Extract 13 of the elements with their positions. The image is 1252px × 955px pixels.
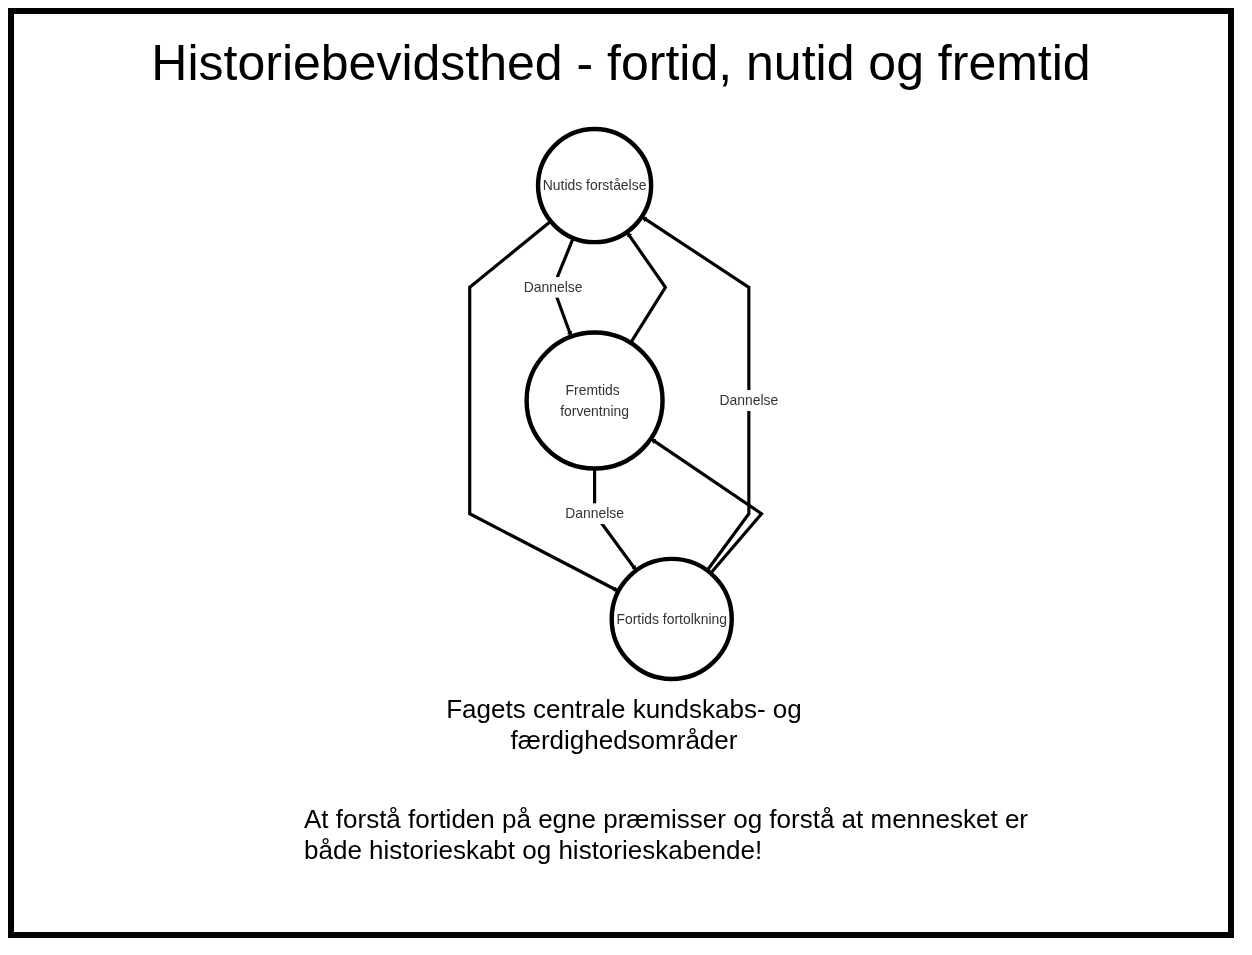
- arrow: [650, 438, 764, 575]
- arrow: [626, 231, 668, 344]
- edge-label: Dannelse: [523, 279, 583, 296]
- node-circle: Nutids forståelse: [535, 126, 654, 245]
- arrow: [641, 216, 751, 572]
- edge-label: Dannelse: [719, 392, 779, 409]
- diagram-title: Historiebevidsthed - fortid, nutid og fremtid: [150, 34, 1092, 92]
- node-circle: Fortids fortolkning: [609, 556, 734, 682]
- node-circle: Fremtids forventning: [524, 330, 665, 471]
- arrow: [468, 220, 619, 592]
- footnote: At forstå fortiden på egne præmisser og forstå at mennesket er både historieskabt og historieskabende!: [304, 804, 1030, 866]
- edge-label: Dannelse: [565, 505, 624, 522]
- center-note: Fagets centrale kundskabs- og færdighedsområder: [445, 694, 803, 756]
